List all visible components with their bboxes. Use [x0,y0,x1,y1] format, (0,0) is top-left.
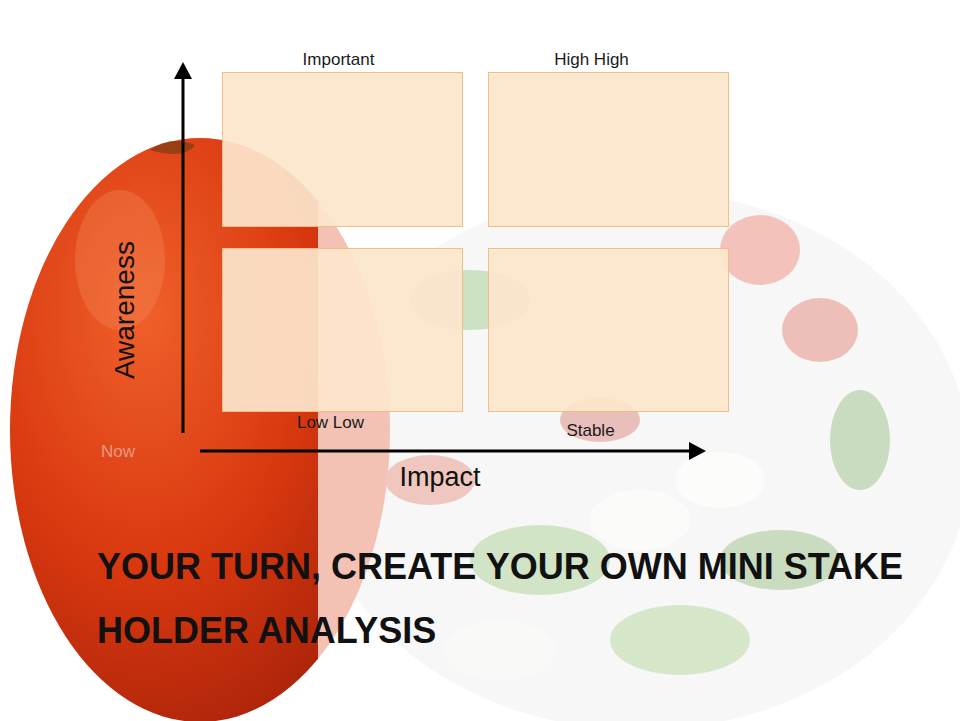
slide-title: YOUR TURN, CREATE YOUR OWN MINI STAKE HO… [97,535,942,663]
box-face [222,72,463,227]
axis-origin-label: Now [101,442,135,462]
axis-label: Awareness [109,241,141,379]
quadrant-heading: Stable [566,421,614,441]
box-face [488,72,729,227]
quadrant-box: Important [222,72,463,227]
quadrant-box: High High [488,72,729,227]
quadrant-heading: High High [554,50,629,70]
quadrant-heading: Low Low [297,413,364,433]
quadrant-box: Low Low [222,248,463,412]
box-face [222,248,463,412]
quadrant-box: Stable [488,248,729,412]
quadrant-heading: Important [303,50,375,70]
box-face [488,248,729,412]
axis-label: Impact [399,462,480,493]
